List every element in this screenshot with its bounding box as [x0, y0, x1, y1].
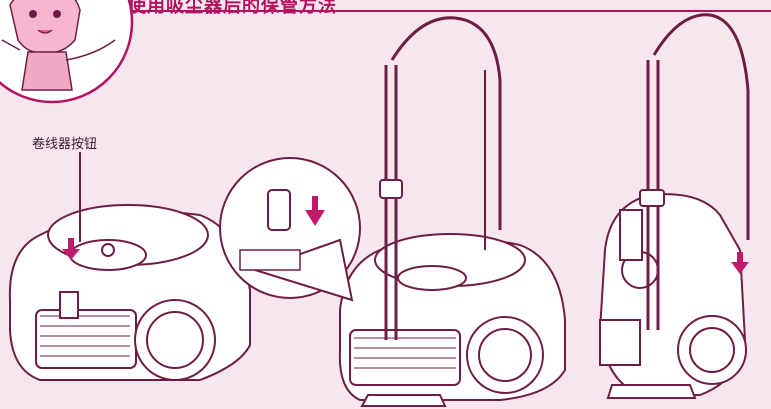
vacuum-upright-storage: [600, 15, 748, 398]
mascot-icon: [0, 0, 132, 102]
callout-leader-line: [79, 152, 81, 242]
vacuum-compact: [10, 205, 250, 380]
cord-reel-button-label: 卷线器按钮: [32, 133, 97, 152]
vacuum-with-hose: [220, 18, 565, 406]
